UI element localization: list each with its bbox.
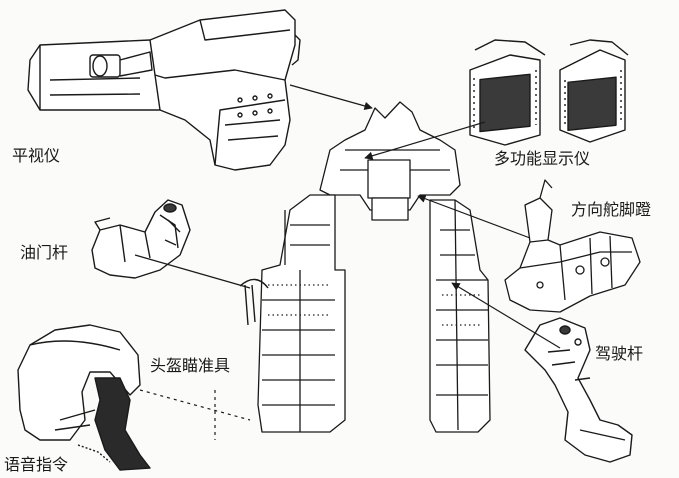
leader-lines: [134, 84, 561, 440]
label-voice-command: 语音指令: [4, 455, 69, 474]
label-rudder-pedals: 方向舵脚蹬: [571, 200, 652, 219]
stick-leader: [451, 282, 561, 349]
throttle-drawing: [91, 199, 191, 279]
hud-leader: [289, 84, 373, 111]
helmet-leader: [139, 389, 251, 421]
label-control-stick: 驾驶杆: [595, 344, 644, 363]
throttle-handle-drawing: [239, 278, 269, 326]
rudder-pedals-drawing: [504, 179, 641, 313]
helmet-drawing: [17, 324, 151, 471]
cockpit-frame-drawing: [257, 101, 491, 433]
throttle-leader: [134, 254, 251, 289]
rudder-leader: [417, 194, 531, 239]
mfd-drawing: [469, 39, 629, 146]
control-stick-drawing: [524, 317, 633, 463]
hud-drawing: [27, 9, 301, 171]
label-helmet-sight: 头盔瞄准具: [150, 356, 231, 375]
mfd-leader: [364, 121, 486, 160]
label-hud: 平视仪: [12, 146, 61, 165]
label-throttle: 油门杆: [20, 243, 69, 262]
label-mfd: 多功能显示仪: [494, 149, 591, 168]
